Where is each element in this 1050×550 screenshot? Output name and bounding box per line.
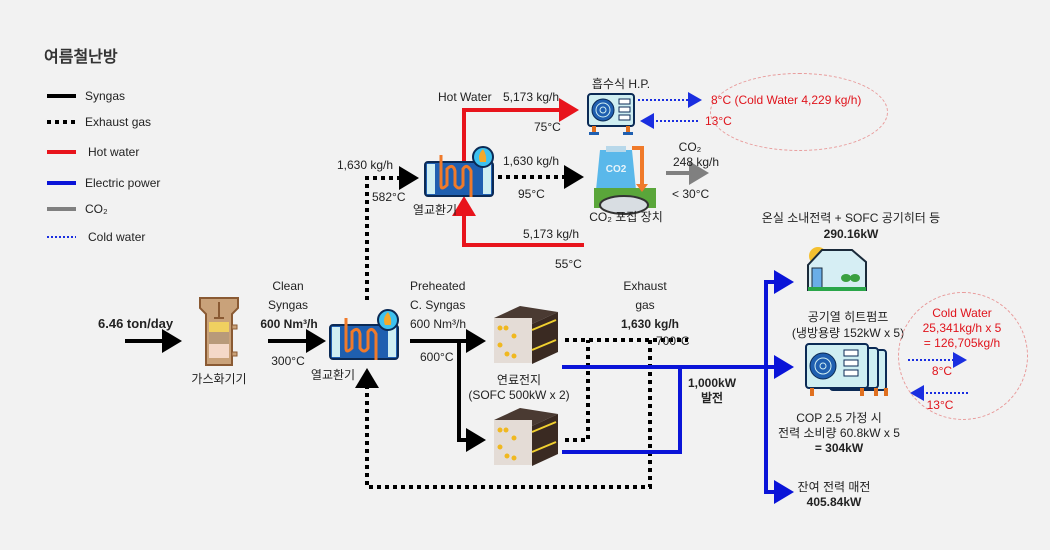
exhaust-flow: 1,630 kg/h [620,317,680,331]
preheated-line1: Preheated [410,279,466,293]
air-hp-cop: COP 2.5 가정 시 [796,411,882,425]
fuel-cell-stack-upper-icon [494,306,558,364]
legend-label: Syngas [85,89,126,103]
air-hp-total: = 304kW [814,441,864,455]
legend-item-syngas: Syngas [46,89,125,103]
legend-item-hot-water: Hot water [49,145,139,159]
clean-syngas-line1: Clean [272,279,304,293]
preheated-temp: 600°C [420,350,454,364]
hot-water-temp-out: 75°C [534,120,561,134]
page-title: 여름철난방 [44,49,118,66]
power-to-grid [764,367,794,504]
legend-label: Exhaust gas [85,115,152,129]
legend-item-electric: Electric power [46,176,160,190]
exhaust-to-upper-hx [365,166,419,300]
ahp-cold-total: = 126,705kg/h [923,336,1001,350]
hot-water-flow-return: 5,173 kg/h [523,227,580,241]
ahp-cold-flow: 25,341kg/h x 5 [922,321,1002,335]
co2-capture-icon: CO2 [594,146,656,215]
legend-item-cold-water: Cold water [49,230,145,244]
gasifier-icon [199,297,239,366]
legend-item-exhaust: Exhaust gas [46,115,151,129]
preheated-syngas-branch [457,341,486,452]
fuel-cell-stack-lower-icon [494,408,558,466]
heat-exchanger-upper-icon [424,146,494,197]
hot-water-label: Hot Water [438,90,492,104]
greenhouse-label: 온실 소내전력 + SOFC 공기히터 등 [761,211,941,225]
power-line-lower [562,367,682,454]
exhaust-lower-cell-line [565,340,590,442]
hot-water-flow-out: 5,173 kg/h [503,90,560,104]
hot-water-return [452,196,584,247]
exhaust-line2: gas [635,298,655,312]
hp-cold-supply-text: 8°C (Cold Water 4,229 kg/h) [711,93,862,107]
svg-text:CO2: CO2 [606,164,627,175]
co2-out-temp: < 30°C [672,187,710,201]
legend-label: Cold water [88,230,146,244]
power-label: 발전 [700,391,724,405]
absorption-hp-label: 흡수식 H.P. [591,77,651,91]
clean-syngas-temp: 300°C [271,354,305,368]
co2-out-flow: 248 kg/h [672,155,720,169]
hot-water-supply [462,98,579,165]
hp-cold-return-text: 13°C [705,114,732,128]
clean-syngas-line2: Syngas [267,298,309,312]
air-hp-power: 전력 소비량 60.8kW x 5 [778,426,900,440]
feed-rate: 6.46 ton/day [98,316,174,331]
ahp-cold-title: Cold Water [932,306,992,320]
ahp-cold-supply-temp: 8°C [931,364,953,378]
clean-syngas-flow: 600 Nm³/h [260,317,318,331]
heat-exchanger-lower-icon [329,309,399,360]
absorption-heat-pump-icon [587,93,635,135]
preheated-flow: 600 Nm³/h [410,317,467,331]
exhaust-upper-temp: 582°C [372,190,406,204]
exhaust-temp: 700°C [656,334,690,348]
air-heat-pump-icon [805,343,888,396]
power-output: 1,000kW [687,376,737,390]
fuel-cell-spec: (SOFC 500kW x 2) [468,388,570,402]
hx-lower-label: 열교환기 [310,368,356,382]
air-hp-capacity: (냉방용량 152kW x 5) [791,326,905,340]
legend-label: CO₂ [85,202,108,216]
gasifier-label: 가스화기기 [191,372,247,386]
ahp-cold-return-temp: 13°C [926,398,954,412]
preheated-line2: C. Syngas [410,298,466,312]
legend-label: Electric power [85,176,161,190]
exhaust-line1: Exhaust [623,279,667,293]
exhaust-return-line [355,340,652,489]
co2-capture-label: CO₂ 포집 장치 [589,210,663,224]
exhaust-capture-flow: 1,630 kg/h [503,154,560,168]
greenhouse-value: 290.16kW [823,227,879,241]
hx-upper-label: 열교환기 [412,203,458,217]
exhaust-capture-temp: 95°C [518,187,545,201]
ahp-cold-water-highlight [898,292,1028,420]
air-hp-label: 공기열 히트펌프 [807,310,889,324]
co2-out-name: CO₂ [678,140,702,154]
legend-label: Hot water [88,145,140,159]
power-to-greenhouse [764,270,794,367]
hp-cold-water-highlight [710,73,888,151]
surplus-value: 405.84kW [806,495,862,509]
greenhouse-icon [807,247,867,291]
surplus-label: 잔여 전력 매전 [797,480,871,494]
exhaust-upper-flow: 1,630 kg/h [337,158,394,172]
legend-item-co2: CO₂ [46,202,108,216]
fuel-cell-label: 연료전지 [496,373,542,387]
hot-water-temp-return: 55°C [555,257,582,271]
